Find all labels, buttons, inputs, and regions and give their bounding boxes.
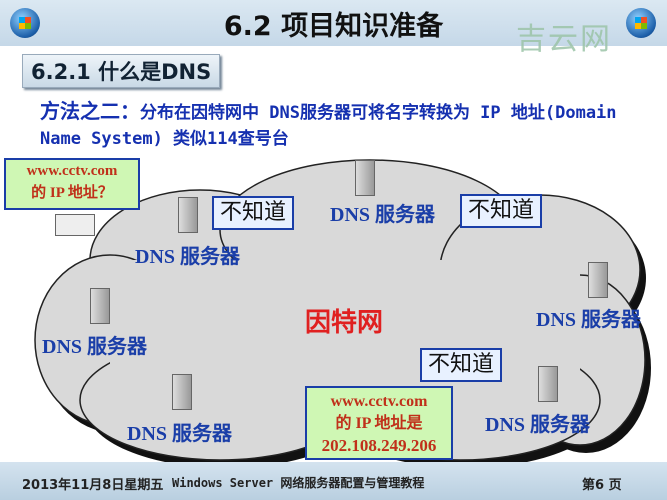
slide-title: 6.2 项目知识准备 xyxy=(223,11,444,42)
dns-server-label: DNS 服务器 xyxy=(127,423,233,445)
body-lead: 方法之二： xyxy=(40,99,140,123)
server-icon xyxy=(172,374,192,410)
watermark: 吉云网 xyxy=(516,22,612,57)
dns-server-label: DNS 服务器 xyxy=(536,309,642,331)
client-computer-icon xyxy=(55,214,95,236)
answer-domain: www.cctv.com xyxy=(330,393,428,410)
header-band xyxy=(0,0,667,46)
internet-cloud xyxy=(34,159,651,462)
server-icon xyxy=(178,197,198,233)
server-icon xyxy=(90,288,110,324)
body-content: 分布在因特网中 DNS服务器可将名字转换为 IP 地址(Domain Name … xyxy=(40,103,617,149)
unknown-box: 不知道 xyxy=(420,348,503,382)
answer-callout: www.cctv.com 的 IP 地址是 202.108.249.206 xyxy=(305,386,453,460)
question-text: 的 IP 地址？ xyxy=(31,185,113,201)
footer-page: 第6 页 xyxy=(582,478,622,493)
section-heading: 6.2.1 什么是DNS xyxy=(22,54,220,88)
question-callout: www.cctv.com 的 IP 地址？ xyxy=(4,158,140,210)
windows-logo-icon xyxy=(10,8,40,38)
footer-course: Windows Server 网络服务器配置与管理教程 xyxy=(172,476,425,490)
footer-date: 2013年11月8日星期五 xyxy=(22,478,164,493)
windows-logo-icon xyxy=(626,8,656,38)
question-domain: www.cctv.com xyxy=(26,163,118,179)
server-icon xyxy=(588,262,608,298)
dns-server-label: DNS 服务器 xyxy=(485,414,591,436)
dns-server-label: DNS 服务器 xyxy=(42,336,148,358)
unknown-box: 不知道 xyxy=(212,196,295,230)
dns-server-label: DNS 服务器 xyxy=(135,246,241,268)
unknown-box: 不知道 xyxy=(460,194,543,228)
internet-label: 因特网 xyxy=(305,308,384,338)
body-text: 方法之二：分布在因特网中 DNS服务器可将名字转换为 IP 地址(Domain … xyxy=(40,98,640,152)
server-icon xyxy=(355,160,375,196)
answer-text: 的 IP 地址是 xyxy=(335,415,423,432)
answer-ip: 202.108.249.206 xyxy=(321,436,437,455)
footer-band: 2013年11月8日星期五 Windows Server 网络服务器配置与管理教… xyxy=(0,462,667,500)
dns-server-label: DNS 服务器 xyxy=(330,204,436,226)
server-icon xyxy=(538,366,558,402)
